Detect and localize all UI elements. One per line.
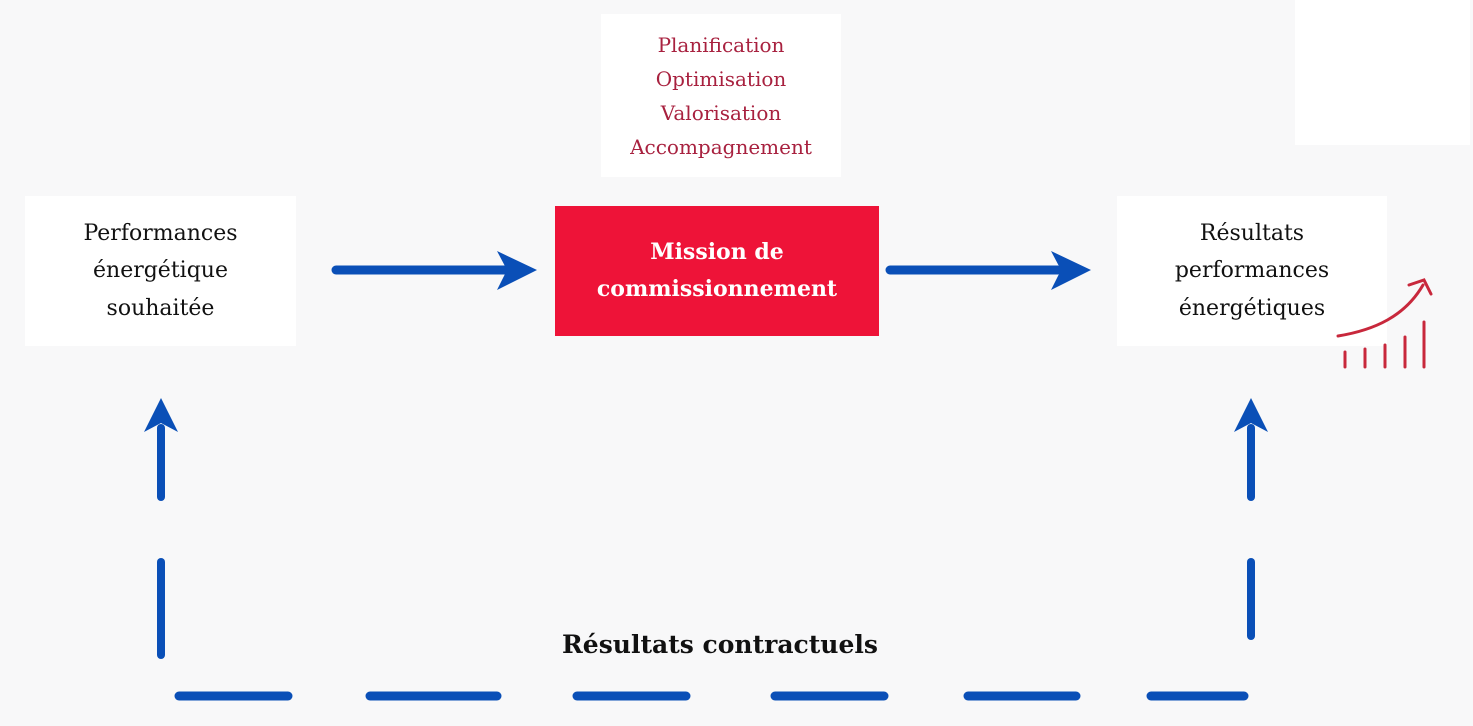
output-node-line: performances [1174, 258, 1330, 284]
mission-node-text: Mission de commissionnement [555, 206, 879, 336]
steps-list: Planification Optimisation Valorisation … [601, 14, 841, 177]
input-node-line: énergétique [93, 258, 228, 284]
step-accompagnement: Accompagnement [630, 134, 812, 159]
arrowhead-right [497, 251, 537, 290]
output-node-line: Résultats [1199, 220, 1305, 246]
input-node-line: souhaitée [106, 295, 215, 321]
step-optimisation: Optimisation [655, 66, 787, 91]
input-node: Performances énergétique souhaitée [25, 196, 296, 346]
step-planification: Planification [657, 32, 785, 57]
input-node-text: Performances énergétique souhaitée [25, 196, 296, 346]
output-node-line: énergétiques [1178, 295, 1326, 321]
contract-results-label: Résultats contractuels [562, 630, 878, 659]
output-node-text: Résultats performances énergétiques [1117, 196, 1387, 346]
mission-node-line: commissionnement [596, 276, 838, 302]
mission-node: Mission de commissionnement [555, 206, 879, 336]
arrowhead-right [1051, 251, 1091, 290]
step-valorisation: Valorisation [660, 100, 782, 125]
output-node: Résultats performances énergétiques [1117, 196, 1387, 346]
input-node-line: Performances [83, 220, 238, 246]
steps-box: Planification Optimisation Valorisation … [601, 14, 841, 177]
growth-chart-icon [1336, 278, 1433, 369]
mission-node-line: Mission de [650, 239, 784, 265]
arrowhead-up [144, 398, 178, 432]
corner-panel [1295, 0, 1470, 145]
arrowhead-up [1234, 398, 1268, 432]
